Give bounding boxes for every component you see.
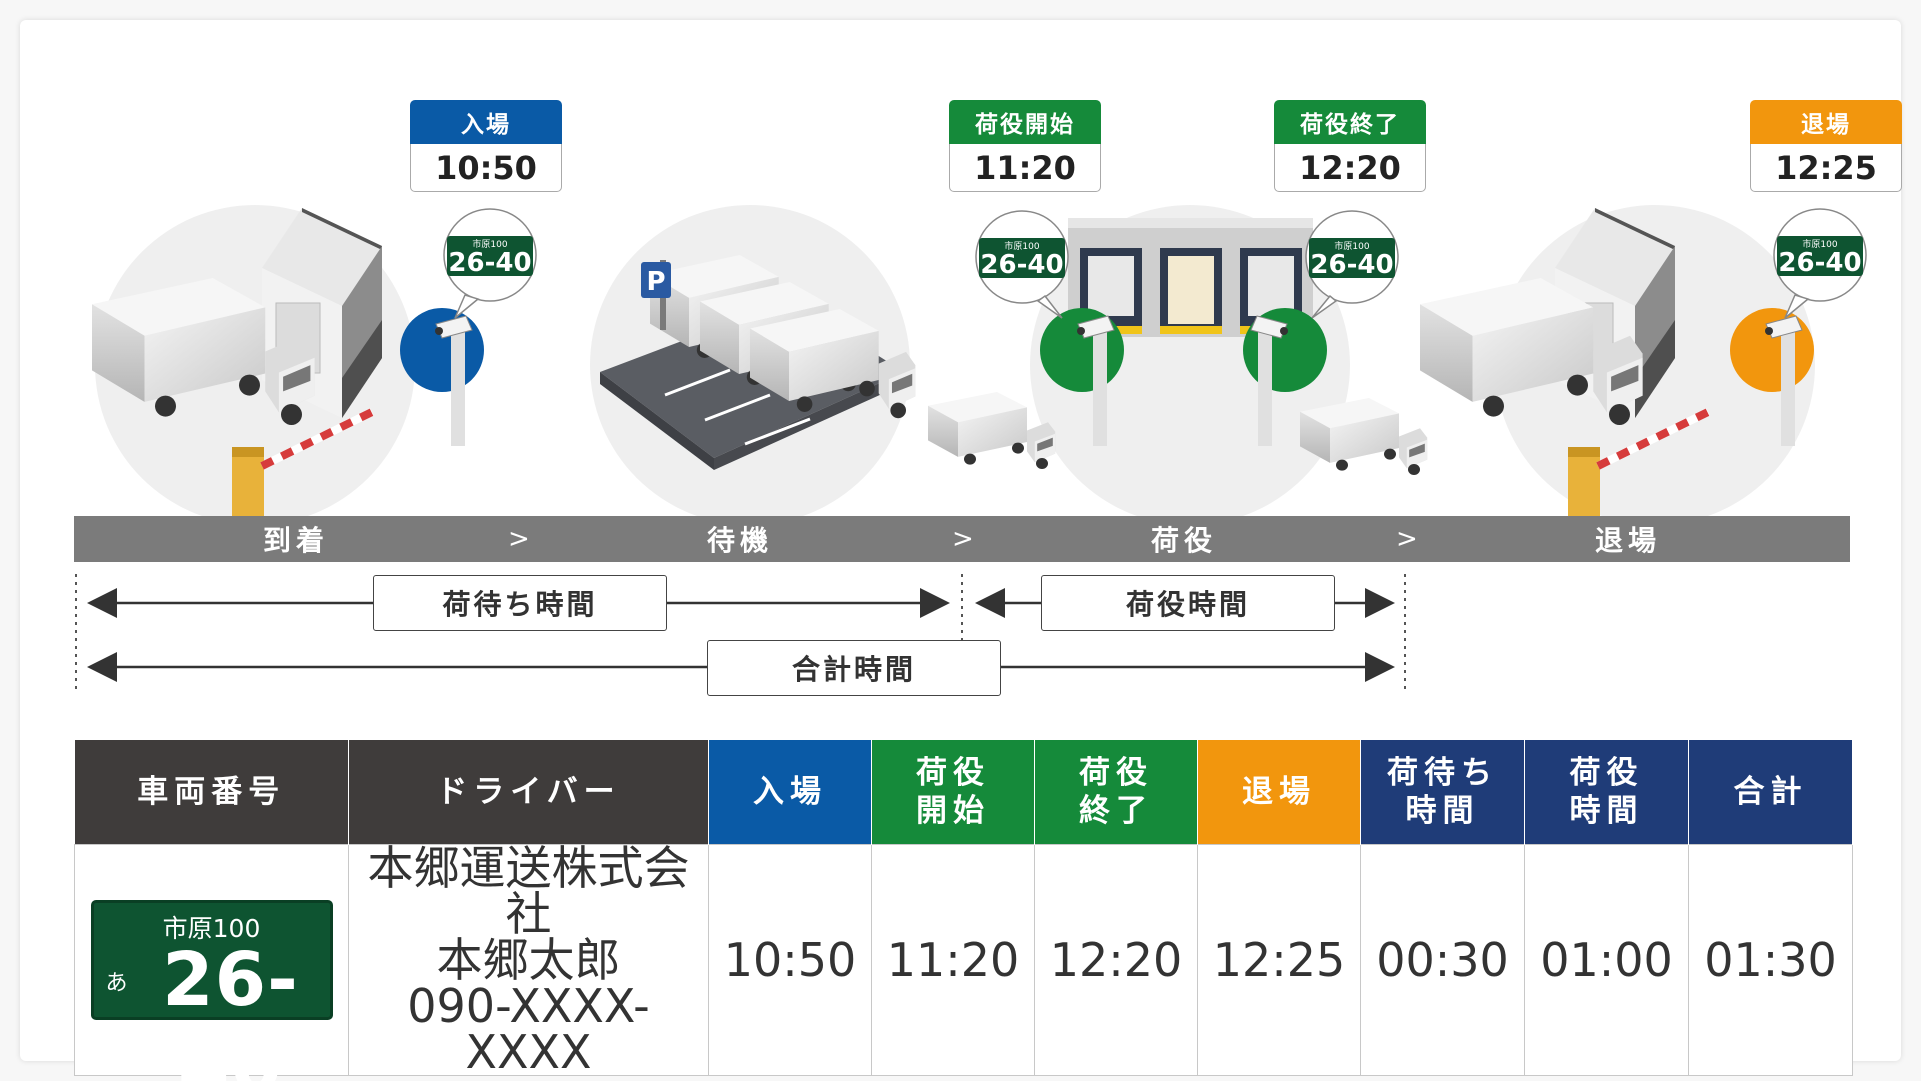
plate-region-label: 市原100 bbox=[472, 238, 507, 250]
vehicle-number-cell: 市原100 あ 26-40 bbox=[74, 843, 349, 1081]
header-exit: 退場 bbox=[1197, 740, 1361, 844]
vehicle-log-table: 車両番号 ドライバー 入場 荷役 開始 荷役 終了 退場 荷待ち 時間 荷役 時… bbox=[74, 740, 1853, 1081]
timestamp-entry: 入場 10:50 bbox=[410, 100, 562, 192]
timestamp-time: 10:50 bbox=[410, 144, 562, 192]
timestamp-time: 12:20 bbox=[1274, 144, 1426, 192]
timestamp-label: 荷役終了 bbox=[1274, 100, 1426, 144]
total-time-label: 合計時間 bbox=[707, 640, 1001, 696]
plate-number-label: 26-40 bbox=[1310, 250, 1393, 280]
header-wait-time: 荷待ち 時間 bbox=[1360, 740, 1525, 844]
stage-waiting: 待機 bbox=[706, 524, 773, 557]
header-handling-time: 荷役 時間 bbox=[1524, 740, 1689, 844]
exit-time-cell: 12:25 bbox=[1197, 843, 1361, 1076]
stage-separator: > bbox=[508, 524, 530, 554]
timestamp-label: 入場 bbox=[410, 100, 562, 144]
entry-time-cell: 10:50 bbox=[708, 843, 872, 1076]
parking-sign: P bbox=[646, 267, 665, 297]
stage-separator: > bbox=[952, 524, 974, 554]
header-handling-start: 荷役 開始 bbox=[871, 740, 1035, 844]
wait-time-label: 荷待ち時間 bbox=[373, 575, 667, 631]
plate-number: 26-40 bbox=[162, 936, 299, 1081]
wait-time-cell: 00:30 bbox=[1360, 843, 1525, 1076]
timestamp-handling-start: 荷役開始 11:20 bbox=[949, 100, 1101, 192]
driver-name: 本郷太郎 bbox=[436, 932, 621, 987]
timestamp-exit: 退場 12:25 bbox=[1750, 100, 1902, 192]
stage-exit: 退場 bbox=[1594, 524, 1661, 557]
table-row: 市原100 あ 26-40 本郷運送株式会社 本郷太郎 090-XXXX-XXX… bbox=[74, 840, 1853, 1081]
plate-region-label: 市原100 bbox=[1004, 240, 1039, 252]
stage-separator: > bbox=[1396, 524, 1418, 554]
plate-hiragana: あ bbox=[105, 970, 128, 996]
license-plate: 市原100 あ 26-40 bbox=[90, 899, 333, 1081]
driver-cell: 本郷運送株式会社 本郷太郎 090-XXXX-XXXX bbox=[348, 840, 709, 1079]
header-total: 合計 bbox=[1688, 740, 1853, 844]
driver-company: 本郷運送株式会社 bbox=[367, 840, 690, 941]
header-vehicle-number: 車両番号 bbox=[74, 740, 349, 844]
plate-region: 市原100 bbox=[162, 913, 261, 943]
header-driver: ドライバー bbox=[348, 740, 709, 844]
stage-handling: 荷役 bbox=[1150, 524, 1217, 557]
table-header-row: 車両番号 ドライバー 入場 荷役 開始 荷役 終了 退場 荷待ち 時間 荷役 時… bbox=[74, 740, 1853, 844]
plate-region-label: 市原100 bbox=[1802, 238, 1837, 250]
plate-number-label: 26-40 bbox=[1778, 248, 1861, 278]
plate-number-label: 26-40 bbox=[980, 250, 1063, 280]
process-illustration: 市原100 26-40 P 市原100 26-40 市原100 26-40 bbox=[92, 205, 1867, 525]
timestamp-label: 退場 bbox=[1750, 100, 1902, 144]
plate-number-label: 26-40 bbox=[448, 248, 531, 278]
total-time-cell: 01:30 bbox=[1688, 843, 1853, 1076]
header-entry: 入場 bbox=[708, 740, 872, 844]
handling-start-cell: 11:20 bbox=[871, 843, 1035, 1076]
handling-time-cell: 01:00 bbox=[1524, 843, 1689, 1076]
handling-time-label: 荷役時間 bbox=[1041, 575, 1335, 631]
driver-phone: 090-XXXX-XXXX bbox=[407, 978, 650, 1079]
timestamp-label: 荷役開始 bbox=[949, 100, 1101, 144]
handling-end-cell: 12:20 bbox=[1034, 843, 1198, 1076]
timestamp-time: 11:20 bbox=[949, 144, 1101, 192]
header-handling-end: 荷役 終了 bbox=[1034, 740, 1198, 844]
timestamp-handling-end: 荷役終了 12:20 bbox=[1274, 100, 1426, 192]
timestamp-time: 12:25 bbox=[1750, 144, 1902, 192]
plate-region-label: 市原100 bbox=[1334, 240, 1369, 252]
stage-bar: 到着 > 待機 > 荷役 > 退場 bbox=[74, 516, 1850, 562]
stage-arrival: 到着 bbox=[262, 524, 329, 557]
